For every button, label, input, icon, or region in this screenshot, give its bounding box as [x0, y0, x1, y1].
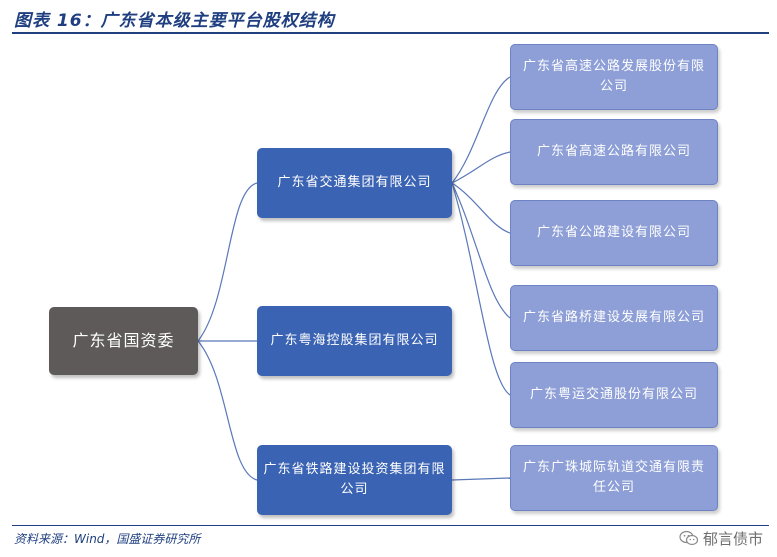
- edge-sub1-to-affiliate-3: [451, 182, 511, 234]
- title-rule: [12, 32, 769, 34]
- edge-sub1-to-affiliate-5: [451, 182, 511, 396]
- source-note: 资料来源：Wind，国盛证券研究所: [14, 532, 201, 546]
- edge-sub1-to-affiliate-4: [451, 182, 511, 319]
- edge-sub3-to-affiliate-6: [451, 477, 511, 481]
- wechat-icon: [679, 530, 699, 546]
- node-railway-investment-group: 广东省铁路建设投资集团有限公司: [257, 445, 452, 515]
- watermark: 郁言债市: [679, 527, 763, 549]
- edge-root-to-sub-3: [197, 340, 258, 481]
- footer-rule: [12, 525, 769, 526]
- node-guangzhu-intercity-rail: 广东广珠城际轨道交通有限责任公司: [510, 445, 718, 511]
- node-provincial-sasac: 广东省国资委: [49, 307, 198, 375]
- node-road-bridge-construction: 广东省路桥建设发展有限公司: [510, 285, 718, 351]
- node-yuehai-holdings: 广东粤海控股集团有限公司: [257, 306, 452, 376]
- node-transport-group: 广东省交通集团有限公司: [257, 148, 452, 218]
- edge-root-to-sub-1: [197, 182, 258, 342]
- node-expressway-co: 广东省高速公路有限公司: [510, 119, 718, 185]
- edge-sub1-to-affiliate-2: [451, 151, 511, 184]
- node-expressway-development: 广东省高速公路发展股份有限公司: [510, 44, 718, 110]
- edge-sub1-to-affiliate-1: [451, 76, 511, 184]
- node-yueyun-transport: 广东粤运交通股份有限公司: [510, 362, 718, 428]
- watermark-text: 郁言债市: [702, 529, 763, 548]
- figure-title: 图表 16：广东省本级主要平台股权结构: [14, 11, 335, 31]
- node-highway-construction: 广东省公路建设有限公司: [510, 200, 718, 266]
